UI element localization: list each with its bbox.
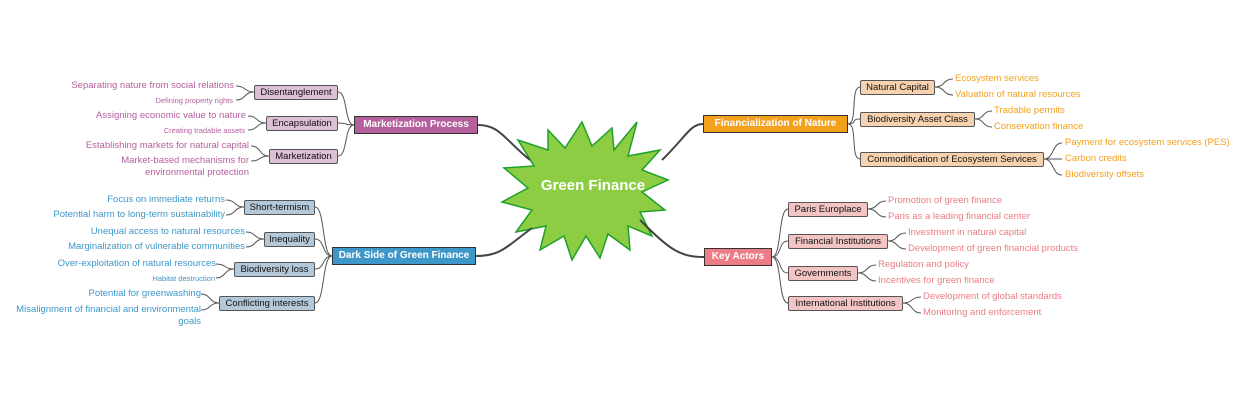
node-short-termism[interactable]: Short-termism (244, 200, 315, 215)
leaf-text: Investment in natural capital (908, 227, 1027, 238)
branch-key-actors[interactable]: Key Actors (704, 248, 772, 266)
leaf-text: Valuation of natural resources (955, 89, 1081, 100)
leaf-text: Defining property rights (155, 96, 233, 105)
leaf-text: Development of green financial products (908, 243, 1079, 254)
leaf-text: Habitat destruction (152, 274, 215, 283)
leaf-text: goals (178, 316, 201, 327)
leaf-text: Paris as a leading financial center (888, 211, 1031, 222)
leaf-text: Separating nature from social relations (71, 80, 234, 91)
leaf-text: Tradable permits (994, 105, 1065, 116)
center-topic[interactable]: Green Finance (540, 177, 646, 194)
leaf-text: Biodiversity offsets (1065, 169, 1145, 180)
branch-financialization-of-nature[interactable]: Financialization of Nature (703, 115, 848, 133)
leaf-text: Assigning economic value to nature (96, 110, 246, 121)
leaf-text: Marginalization of vulnerable communitie… (68, 241, 245, 252)
leaf-text: Establishing markets for natural capital (85, 140, 249, 151)
branch-marketization-process[interactable]: Marketization Process (354, 116, 478, 134)
branch-dark-side[interactable]: Dark Side of Green Finance (332, 247, 476, 265)
leaf-text: Conservation finance (994, 121, 1084, 132)
leaf-text: Payment for ecosystem services (PES) (1065, 137, 1230, 148)
leaf-text: Over-exploitation of natural resources (57, 258, 216, 269)
node-encapsulation[interactable]: Encapsulation (266, 116, 338, 131)
node-governments[interactable]: Governments (788, 266, 858, 281)
leaf-text: Incentives for green finance (878, 275, 995, 286)
center-burst (499, 120, 670, 262)
node-commodification-of-ecosystem-services[interactable]: Commodification of Ecosystem Services (860, 152, 1044, 167)
node-biodiversity-loss[interactable]: Biodiversity loss (234, 262, 315, 277)
node-disentanglement[interactable]: Disentanglement (254, 85, 338, 100)
leaf-text: Focus on immediate returns (107, 194, 225, 205)
leaf-text: Promotion of green finance (888, 195, 1003, 206)
leaf-text: Creating tradable assets (163, 126, 245, 135)
leaf-text: Misalignment of financial and environmen… (16, 304, 201, 315)
leaf-text: Potential harm to long-term sustainabili… (53, 209, 225, 220)
node-conflicting-interests[interactable]: Conflicting interests (219, 296, 315, 311)
leaf-text: Monitoring and enforcement (923, 307, 1042, 318)
leaf-text: Ecosystem services (955, 73, 1039, 84)
node-financial-institutions[interactable]: Financial Institutions (788, 234, 888, 249)
node-paris-europlace[interactable]: Paris Europlace (788, 202, 868, 217)
leaf-text: Development of global standards (923, 291, 1062, 302)
node-marketization[interactable]: Marketization (269, 149, 338, 164)
leaf-text: Unequal access to natural resources (90, 226, 245, 237)
node-inequality[interactable]: Inequality (264, 232, 315, 247)
leaf-text: Market-based mechanisms for (121, 155, 249, 166)
leaf-text: Carbon credits (1065, 153, 1127, 164)
node-international-institutions[interactable]: International Institutions (788, 296, 903, 311)
leaf-text: Potential for greenwashing (88, 288, 202, 299)
node-natural-capital[interactable]: Natural Capital (860, 80, 935, 95)
node-biodiversity-asset-class[interactable]: Biodiversity Asset Class (860, 112, 975, 127)
leaf-text: environmental protection (144, 167, 249, 178)
leaf-text: Regulation and policy (878, 259, 969, 270)
